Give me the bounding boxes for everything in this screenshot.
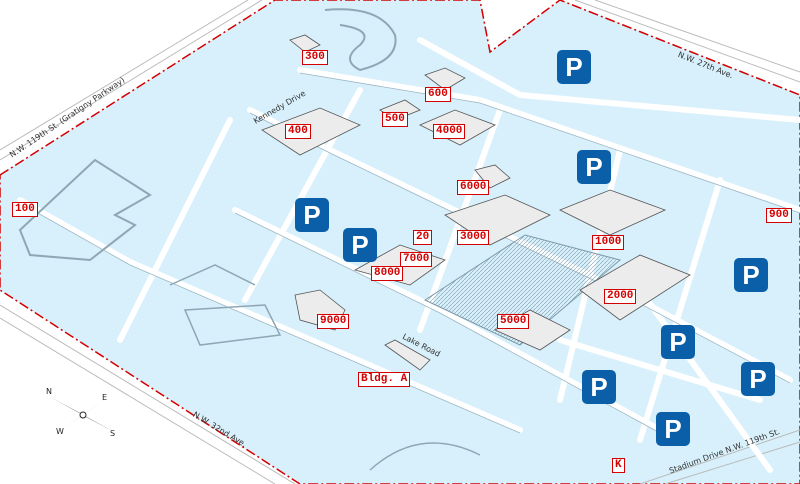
building-900-label[interactable]: 900 — [766, 208, 792, 223]
building-20-label[interactable]: 20 — [413, 230, 433, 245]
parking-icon[interactable]: P — [582, 370, 616, 404]
building-2000-label[interactable]: 2000 — [604, 289, 637, 304]
building-5000-label[interactable]: 5000 — [497, 314, 530, 329]
parking-icon[interactable]: P — [557, 50, 591, 84]
track — [18, 158, 152, 262]
building-1000-shape — [559, 189, 667, 236]
building-100-label[interactable]: 100 — [12, 202, 38, 217]
building-3000-label[interactable]: 3000 — [457, 230, 490, 245]
building-a-label[interactable]: Bldg. A — [358, 372, 411, 387]
building-8000-label[interactable]: 8000 — [371, 266, 404, 281]
building-6000-label[interactable]: 6000 — [457, 180, 490, 195]
parking-icon[interactable]: P — [734, 258, 768, 292]
building-300-shape — [289, 34, 321, 53]
building-1000-label[interactable]: 1000 — [592, 235, 625, 250]
building-4000-label[interactable]: 4000 — [433, 124, 466, 139]
building-a-shape — [384, 339, 431, 371]
field — [423, 234, 622, 346]
compass-rose-icon: N E S W — [40, 385, 126, 445]
building-7000-label[interactable]: 7000 — [400, 252, 433, 267]
compass-e: E — [102, 393, 108, 402]
baseball-field — [169, 264, 256, 286]
parking-icon[interactable]: P — [741, 362, 775, 396]
building-400-shape — [261, 107, 361, 156]
building-400-label[interactable]: 400 — [285, 124, 311, 139]
compass-n: N — [46, 387, 52, 396]
building-k-label[interactable]: K — [612, 458, 625, 473]
building-300-label[interactable]: 300 — [302, 50, 328, 65]
parking-icon[interactable]: P — [656, 412, 690, 446]
building-500-label[interactable]: 500 — [382, 112, 408, 127]
parking-icon[interactable]: P — [295, 198, 329, 232]
parking-icon[interactable]: P — [343, 228, 377, 262]
parking-icon[interactable]: P — [577, 150, 611, 184]
building-9000-label[interactable]: 9000 — [317, 314, 350, 329]
building-600-label[interactable]: 600 — [425, 87, 451, 102]
compass-s: S — [110, 429, 116, 438]
compass-w: W — [56, 427, 64, 436]
building-600-shape — [424, 67, 466, 91]
parking-icon[interactable]: P — [661, 325, 695, 359]
